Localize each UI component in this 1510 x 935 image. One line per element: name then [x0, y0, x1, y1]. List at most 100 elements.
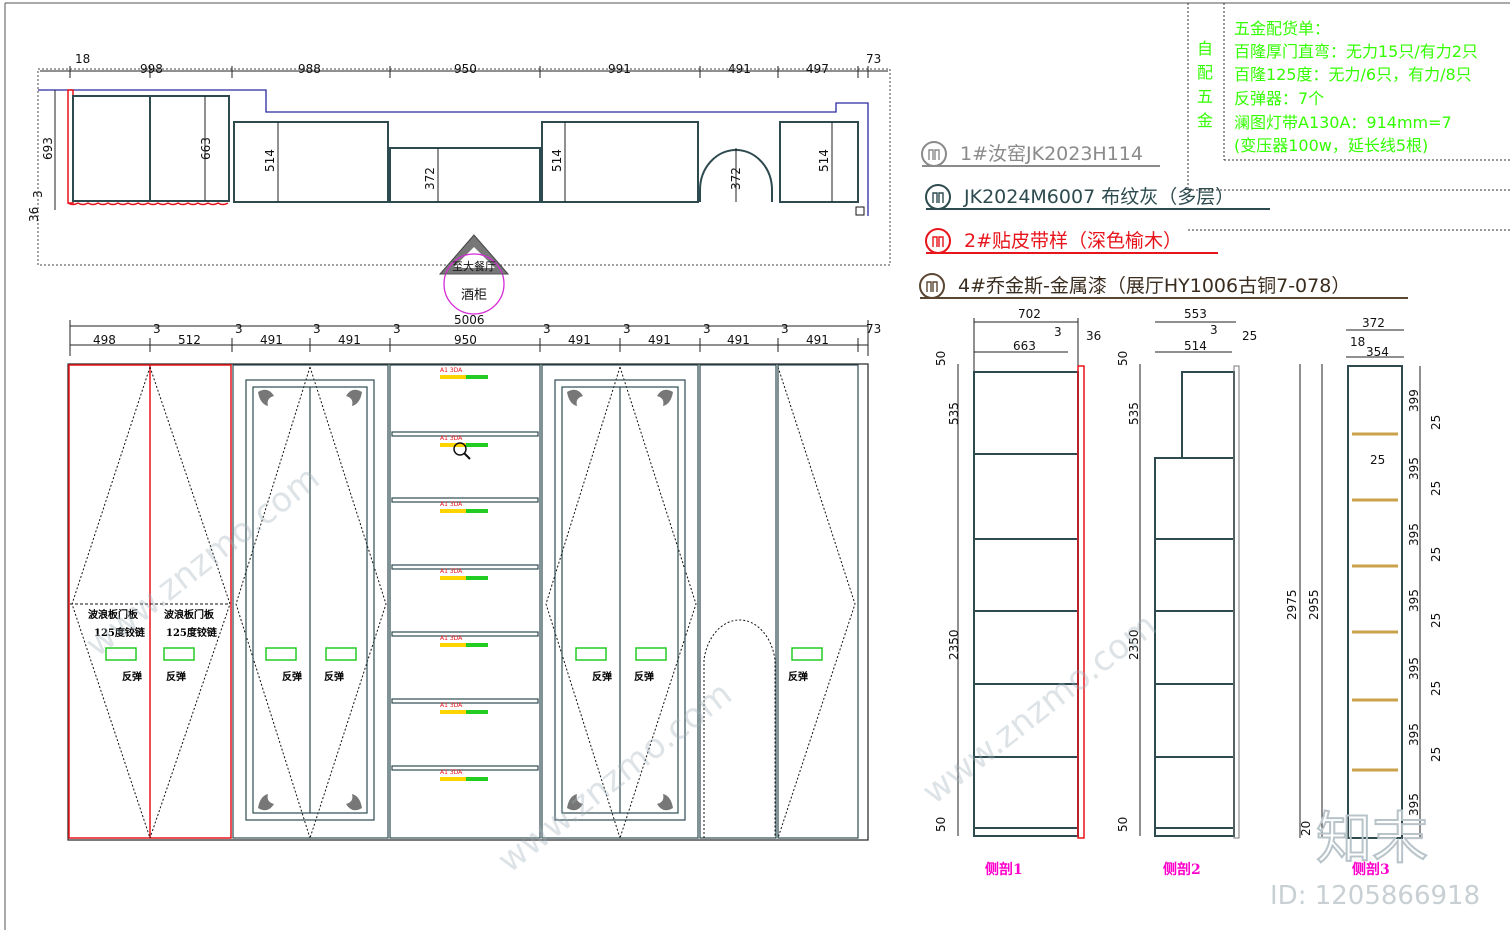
s2-dim-1: 514	[1184, 339, 1207, 353]
part-8: 950	[454, 333, 477, 347]
section-1: 702 663 3 36 50 535 2350 50 侧剖1	[934, 307, 1101, 878]
s2-dim-6: 2350	[1127, 629, 1141, 660]
push-label: 反弹	[592, 670, 612, 683]
s1-dim-5: 535	[947, 402, 961, 425]
s3-dim-4: 2955	[1307, 589, 1321, 620]
hw-side-3: 金	[1197, 111, 1213, 130]
s3-dim-2: 354	[1366, 345, 1389, 359]
s1-dim-7: 50	[934, 817, 948, 832]
material-1: 1#汝窑JK2023H114	[921, 141, 1160, 167]
section-2: 553 514 3 25 50 535 2350 50 侧剖2	[1116, 307, 1257, 878]
s3-dim-12: 395	[1407, 589, 1421, 612]
drawer-label: A1 3DA	[440, 769, 463, 776]
s2-dim-2: 3	[1210, 323, 1218, 337]
part-17: 73	[866, 322, 881, 336]
front-elevation: 5006 498 3 512 3 491 3 491 3 950 3 491 3…	[67, 313, 881, 841]
part-9: 3	[543, 322, 551, 336]
elevation-total: 5006	[454, 313, 485, 327]
part-2: 512	[178, 333, 201, 347]
hw-side-2: 五	[1197, 87, 1213, 106]
drawer-label: A1 3DA	[440, 501, 463, 508]
plan-width-2: 988	[298, 62, 321, 76]
part-13: 3	[703, 322, 711, 336]
hw-line-3: 澜图灯带A130A：914mm=7	[1234, 113, 1452, 132]
hw-title: 五金配货单：	[1234, 19, 1330, 38]
plan-height-1: 663	[199, 137, 213, 160]
door-note-1a: 波浪板门板	[88, 608, 139, 621]
s3-dim-11: 25	[1429, 547, 1443, 562]
part-7: 3	[393, 322, 401, 336]
s1-dim-3: 36	[1086, 329, 1101, 343]
plan-height-6: 514	[817, 149, 831, 172]
part-5: 3	[313, 322, 321, 336]
hw-side-1: 配	[1197, 63, 1213, 82]
part-1: 3	[153, 322, 161, 336]
plan-width-0: 18	[75, 52, 90, 66]
s2-dim-3: 25	[1242, 329, 1257, 343]
part-12: 491	[648, 333, 671, 347]
hw-line-1: 百隆125度：无力/6只，有力/8只	[1234, 65, 1472, 84]
s3-dim-7: 25	[1370, 453, 1385, 467]
s3-dim-17: 25	[1429, 747, 1443, 762]
plan-height-4: 514	[550, 149, 564, 172]
plan-width-3: 950	[454, 62, 477, 76]
hw-line-0: 百隆厚门直弯：无力15只/有力2只	[1234, 42, 1478, 61]
drawer-label: A1 3DA	[440, 635, 463, 642]
door-note-1b: 波浪板门板	[164, 608, 215, 621]
drawer-label: A1 3DA	[440, 367, 463, 374]
s2-dim-4: 50	[1116, 351, 1130, 366]
s3-dim-1: 18	[1350, 335, 1365, 349]
material-2: JK2024M6007 布纹灰（多层）	[925, 184, 1270, 210]
s3-dim-19: 20	[1299, 821, 1313, 836]
plan-small-1: 36	[27, 207, 41, 222]
s3-dim-10: 395	[1407, 523, 1421, 546]
push-label: 反弹	[634, 670, 654, 683]
s3-dim-0: 372	[1362, 316, 1385, 330]
plan-width-6: 497	[806, 62, 829, 76]
material-legend: 1#汝窑JK2023H114 JK2024M6007 布纹灰（多层） 2#贴皮带…	[919, 141, 1408, 299]
plan-height-0: 693	[41, 137, 55, 160]
s3-dim-8: 395	[1407, 457, 1421, 480]
material-1-label: 1#汝窑JK2023H114	[960, 143, 1143, 165]
plan-small-0: 3	[31, 190, 45, 198]
s1-dim-1: 663	[1013, 339, 1036, 353]
s3-dim-15: 25	[1429, 681, 1443, 696]
direction-tag: 至大餐厅 酒柜	[438, 234, 510, 315]
hw-line-4: (变压器100w，延长线5根)	[1234, 136, 1428, 155]
push-label: 反弹	[324, 670, 344, 683]
drawer-label: A1 3DA	[440, 435, 463, 442]
material-3: 2#贴皮带样（深色榆木）	[925, 228, 1218, 254]
plan-height-3: 372	[423, 167, 437, 190]
material-4-label: 4#乔金斯-金属漆（展厅HY1006古铜7-078）	[958, 275, 1350, 297]
watermark-logo: 知末	[1316, 807, 1428, 872]
part-6: 491	[338, 333, 361, 347]
plan-height-2: 514	[263, 149, 277, 172]
part-16: 491	[806, 333, 829, 347]
material-4: 4#乔金斯-金属漆（展厅HY1006古铜7-078）	[919, 273, 1408, 299]
push-label: 反弹	[122, 670, 142, 683]
s2-dim-0: 553	[1184, 307, 1207, 321]
section-1-caption: 侧剖1	[985, 861, 1023, 878]
door-note-2a: 125度铰链	[94, 626, 146, 639]
s3-dim-9: 25	[1429, 481, 1443, 496]
tag-top: 至大餐厅	[452, 259, 496, 273]
s1-dim-0: 702	[1018, 307, 1041, 321]
magnifier-icon[interactable]	[453, 442, 471, 460]
s1-dim-2: 3	[1054, 325, 1062, 339]
part-3: 3	[235, 322, 243, 336]
drawer-label: A1 3DA	[440, 568, 463, 575]
part-0: 498	[93, 333, 116, 347]
watermark-site: www.znzmo.com	[490, 674, 739, 881]
plan-width-7: 73	[866, 52, 881, 66]
drawer-label: A1 3DA	[440, 702, 463, 709]
s2-dim-5: 535	[1127, 402, 1141, 425]
hw-side-0: 自	[1197, 39, 1213, 58]
s3-dim-16: 395	[1407, 723, 1421, 746]
part-10: 491	[568, 333, 591, 347]
push-label: 反弹	[166, 670, 186, 683]
s2-dim-7: 50	[1116, 817, 1130, 832]
watermark: www.znzmo.com www.znzmo.com www.znzmo.co…	[78, 458, 1480, 911]
material-3-label: 2#贴皮带样（深色榆木）	[964, 230, 1182, 252]
material-2-label: JK2024M6007 布纹灰（多层）	[963, 186, 1234, 208]
